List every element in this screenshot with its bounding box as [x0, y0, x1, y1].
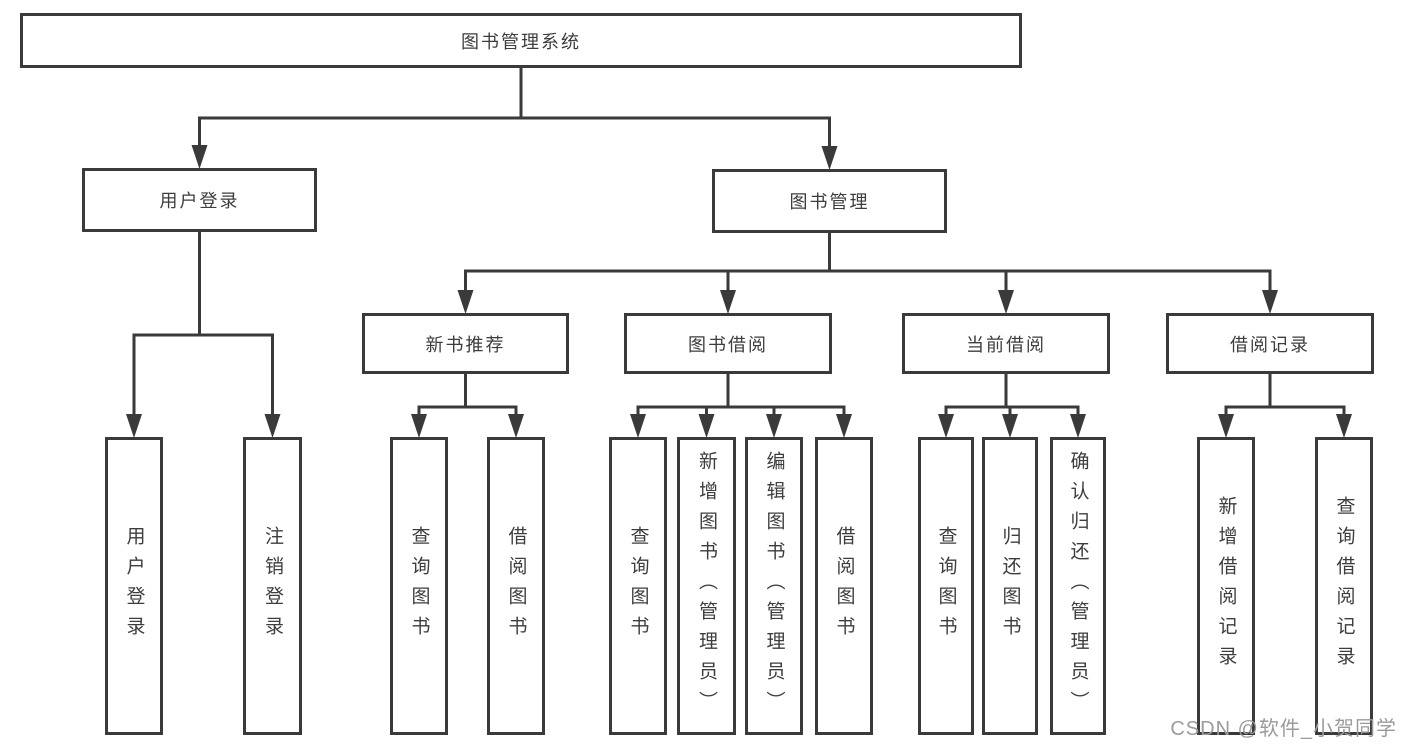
node-user-login-module: 用户登录 [82, 168, 317, 232]
node-label: 编辑图书（管理员） [763, 451, 785, 721]
node-borrow-books-recommend: 借阅图书 [487, 437, 545, 735]
node-label: 借阅记录 [1230, 334, 1310, 355]
node-book-management: 图书管理 [712, 169, 947, 233]
node-add-borrowing-record: 新增借阅记录 [1197, 437, 1255, 735]
node-label: 借阅图书 [505, 526, 527, 646]
node-label: 查询借阅记录 [1333, 496, 1355, 676]
node-label: 新增图书（管理员） [696, 451, 717, 721]
node-user-login: 用户登录 [105, 437, 163, 735]
watermark: CSDN @软件_小贺同学 [1170, 718, 1397, 740]
node-label: 图书借阅 [688, 334, 768, 355]
node-label: 注销登录 [262, 526, 283, 646]
node-label: 借阅图书 [833, 526, 855, 646]
node-library-management-system: 图书管理系统 [20, 13, 1022, 68]
node-label: 用户登录 [123, 526, 145, 646]
node-label: 图书管理 [789, 192, 870, 212]
node-label: 用户登录 [159, 191, 240, 211]
node-borrowing-records: 借阅记录 [1166, 313, 1374, 374]
node-current-borrowing: 当前借阅 [902, 313, 1110, 374]
node-label: 新书推荐 [425, 334, 506, 355]
node-add-books-admin: 新增图书（管理员） [677, 437, 736, 735]
node-label: 归还图书 [999, 526, 1021, 646]
node-query-books-current: 查询图书 [918, 437, 974, 735]
node-label: 查询图书 [627, 526, 649, 646]
node-new-book-recommendation: 新书推荐 [362, 313, 569, 374]
node-label: 图书管理系统 [461, 31, 581, 52]
node-borrow-books-borrowing: 借阅图书 [815, 437, 873, 735]
node-logout: 注销登录 [243, 437, 302, 735]
node-label: 确认归还（管理员） [1067, 451, 1089, 721]
node-edit-books-admin: 编辑图书（管理员） [745, 437, 803, 735]
node-query-borrowing-record: 查询借阅记录 [1315, 437, 1373, 735]
node-label: 查询图书 [408, 526, 430, 646]
node-confirm-return-admin: 确认归还（管理员） [1050, 437, 1106, 735]
node-return-books: 归还图书 [982, 437, 1038, 735]
node-query-books-borrowing: 查询图书 [609, 437, 667, 735]
node-label: 当前借阅 [966, 334, 1046, 355]
node-label: 查询图书 [935, 526, 957, 646]
node-label: 新增借阅记录 [1215, 496, 1237, 676]
node-query-books-recommend: 查询图书 [390, 437, 448, 735]
node-book-borrowing: 图书借阅 [624, 313, 832, 374]
